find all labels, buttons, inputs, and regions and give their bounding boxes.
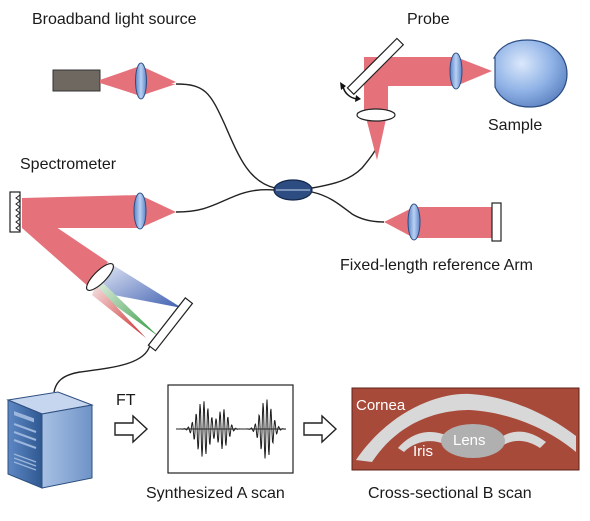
spectrometer-beam-out — [140, 195, 176, 228]
fiber-source — [175, 83, 276, 189]
dispersion-blue — [98, 262, 182, 308]
line-camera — [147, 297, 194, 352]
label-ft: FT — [116, 392, 136, 409]
label-reference-arm: Fixed-length reference Arm — [340, 257, 533, 274]
fiber-reference — [311, 191, 385, 223]
source-beam-right — [141, 66, 176, 96]
probe-beam-down — [364, 110, 388, 160]
reference-lens — [407, 203, 421, 241]
a-scan-waveform — [176, 399, 286, 459]
cornea-shape — [356, 393, 576, 462]
spectrometer-lens — [133, 192, 147, 230]
label-cornea: Cornea — [356, 397, 406, 414]
spectrometer-beam-diagonal — [22, 204, 108, 288]
label-light-source: Broadband light source — [32, 11, 197, 28]
label-sample: Sample — [488, 117, 543, 134]
reference-mirror — [491, 202, 502, 242]
ft-arrow-icon — [114, 414, 149, 444]
reference-beam — [384, 207, 414, 238]
dispersion-green — [96, 280, 158, 336]
fiber-spectrometer — [175, 188, 276, 213]
iris-shape — [398, 432, 448, 452]
probe-lens-horizontal — [449, 52, 463, 90]
probe-beam-to-sample — [456, 57, 492, 86]
reference-beam-body — [414, 207, 492, 238]
source-lens — [135, 62, 147, 100]
cable-computer — [53, 344, 151, 393]
spectrometer-beam-horizontal — [22, 195, 140, 228]
iris-shape-right — [500, 431, 546, 448]
dispersion-red — [92, 285, 146, 338]
computer-tower — [6, 391, 94, 489]
fiber-probe — [311, 143, 379, 189]
sample-sphere — [493, 39, 568, 108]
probe-mirror — [346, 37, 405, 96]
label-probe: Probe — [407, 11, 450, 28]
probe-beam-horizontal — [364, 57, 456, 110]
label-a-scan: Synthesized A scan — [146, 485, 285, 502]
label-b-scan: Cross-sectional B scan — [368, 485, 532, 502]
lens-shape — [441, 424, 505, 458]
label-lens: Lens — [453, 432, 486, 449]
grating — [9, 191, 21, 233]
label-iris: Iris — [413, 443, 433, 460]
process-arrow-icon — [303, 414, 338, 444]
label-spectrometer: Spectrometer — [20, 156, 117, 173]
probe-lens-vertical — [356, 108, 396, 122]
source-beam-left — [100, 66, 141, 96]
spectrometer-mirror-lens — [85, 262, 115, 292]
light-source-box — [52, 69, 101, 92]
